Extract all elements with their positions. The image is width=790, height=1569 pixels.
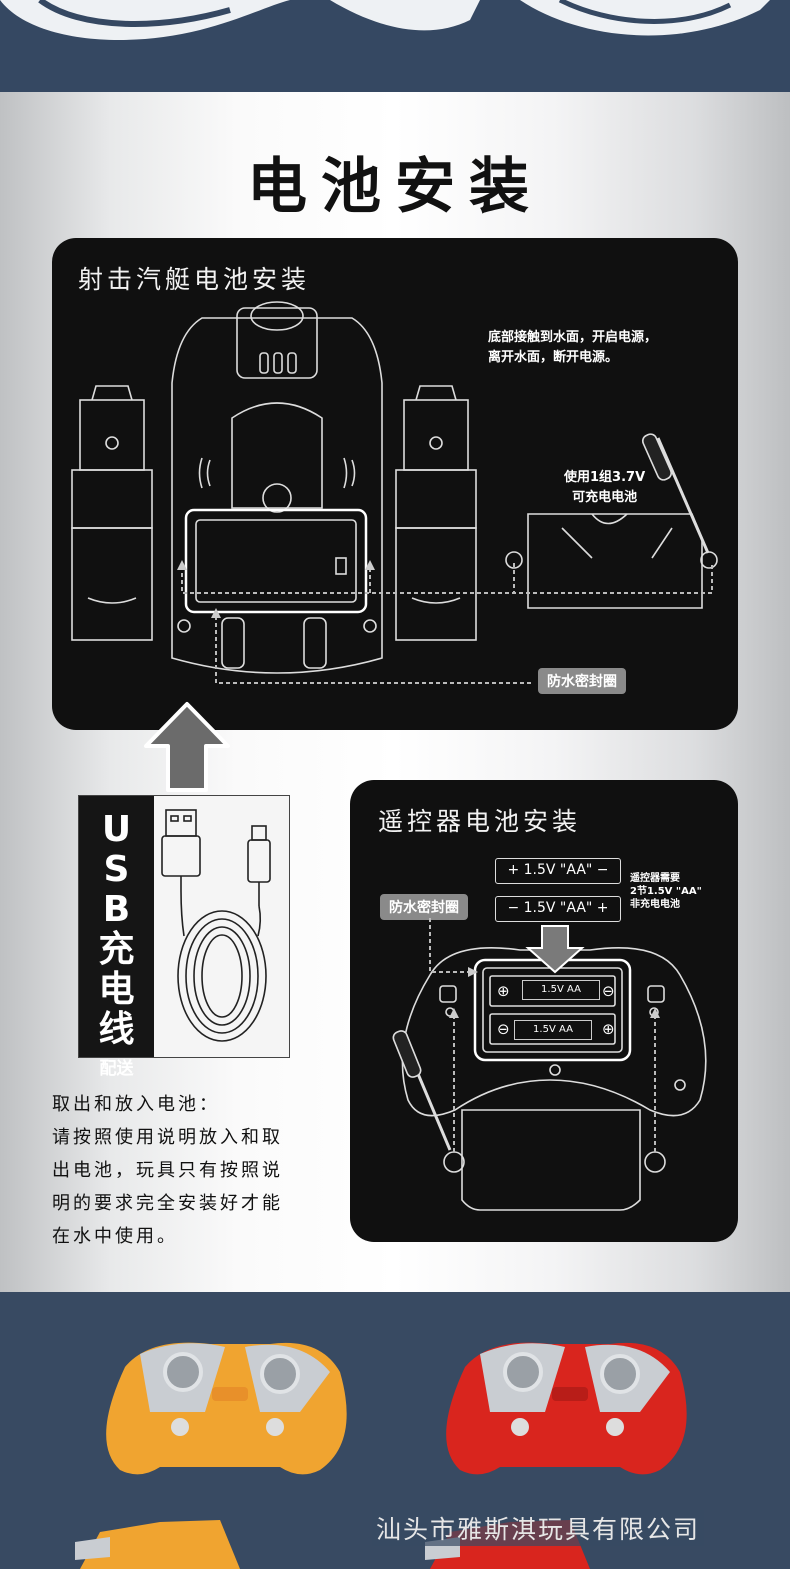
boat-panel-title: 射击汽艇电池安装 <box>78 265 311 294</box>
remote-note-line: 遥控器需要 <box>630 873 680 884</box>
water-note-line: 离开水面，断开电源。 <box>488 350 619 365</box>
usb-sub-label: 配送 <box>99 1059 134 1079</box>
remote-note-line: 非充电电池 <box>630 899 680 910</box>
usb-letter: U <box>101 809 132 850</box>
cell-label-1: 1.5V AA <box>522 980 600 1000</box>
cell-label-2: 1.5V AA <box>514 1020 592 1040</box>
boat-battery-panel: 射击汽艇电池安装 <box>52 238 738 730</box>
boat-line-drawing <box>71 301 718 684</box>
instructions-line: 在水中使用。 <box>52 1226 178 1247</box>
remote-controllers-image <box>75 1342 687 1569</box>
battery-spec-note: 使用1组3.7V 可充电电池 <box>564 468 645 508</box>
remote-line-drawing: ⊕ ⊖ ⊖ ⊕ <box>392 918 707 1211</box>
usb-letter: 线 <box>98 1009 135 1050</box>
plus-symbol: ⊕ <box>497 982 510 1000</box>
top-banner <box>0 0 790 92</box>
usb-cable-icon <box>161 809 271 1042</box>
battery-note-line: 使用1组3.7V <box>564 470 646 485</box>
usb-letter: S <box>103 849 130 890</box>
battery-note-line: 可充电电池 <box>572 490 638 505</box>
instructions-text: 取出和放入电池： 请按照使用说明放入和取 出电池，玩具只有按照说 明的要求完全安… <box>52 1088 322 1253</box>
battery-top: + 1.5V "AA" − <box>495 858 621 884</box>
water-contact-note: 底部接触到水面，开启电源， 离开水面，断开电源。 <box>488 328 657 368</box>
battery-bottom: − 1.5V "AA" + <box>495 896 621 922</box>
plus-symbol: ⊕ <box>602 1020 615 1038</box>
seal-label-remote: 防水密封圈 <box>380 894 468 920</box>
usb-label: U S B 充 电 线 配送 <box>79 796 154 1079</box>
up-arrow-icon <box>144 702 230 792</box>
remote-note-line: 2节1.5V "AA" <box>630 886 702 897</box>
instructions-line: 明的要求完全安装好才能 <box>52 1193 283 1214</box>
company-name: 汕头市雅斯淇玩具有限公司 <box>372 1510 705 1546</box>
minus-symbol: ⊖ <box>497 1020 510 1038</box>
minus-symbol: ⊖ <box>602 982 615 1000</box>
instructions-line: 出电池，玩具只有按照说 <box>52 1160 283 1181</box>
remote-panel-title: 遥控器电池安装 <box>378 807 582 836</box>
page-title: 电池安装 <box>247 152 543 222</box>
instructions-line: 请按照使用说明放入和取 <box>52 1127 283 1148</box>
usb-letter: 充 <box>98 929 135 970</box>
instructions-heading: 取出和放入电池： <box>52 1094 220 1115</box>
red-remote <box>446 1342 687 1475</box>
usb-cable-box: U S B 充 电 线 配送 <box>78 795 290 1079</box>
usb-letter: 电 <box>98 969 135 1010</box>
seal-label-boat: 防水密封圈 <box>538 668 626 694</box>
remote-battery-note: 遥控器需要 2节1.5V "AA" 非充电电池 <box>630 872 702 911</box>
wave-decoration <box>0 0 770 40</box>
water-note-line: 底部接触到水面，开启电源， <box>488 330 658 345</box>
usb-letter: B <box>102 889 131 930</box>
remote-battery-panel: 遥控器电池安装 + 1.5V "AA" − − 1.5V "AA" + 遥控器需… <box>350 780 738 1242</box>
orange-remote <box>106 1342 347 1475</box>
